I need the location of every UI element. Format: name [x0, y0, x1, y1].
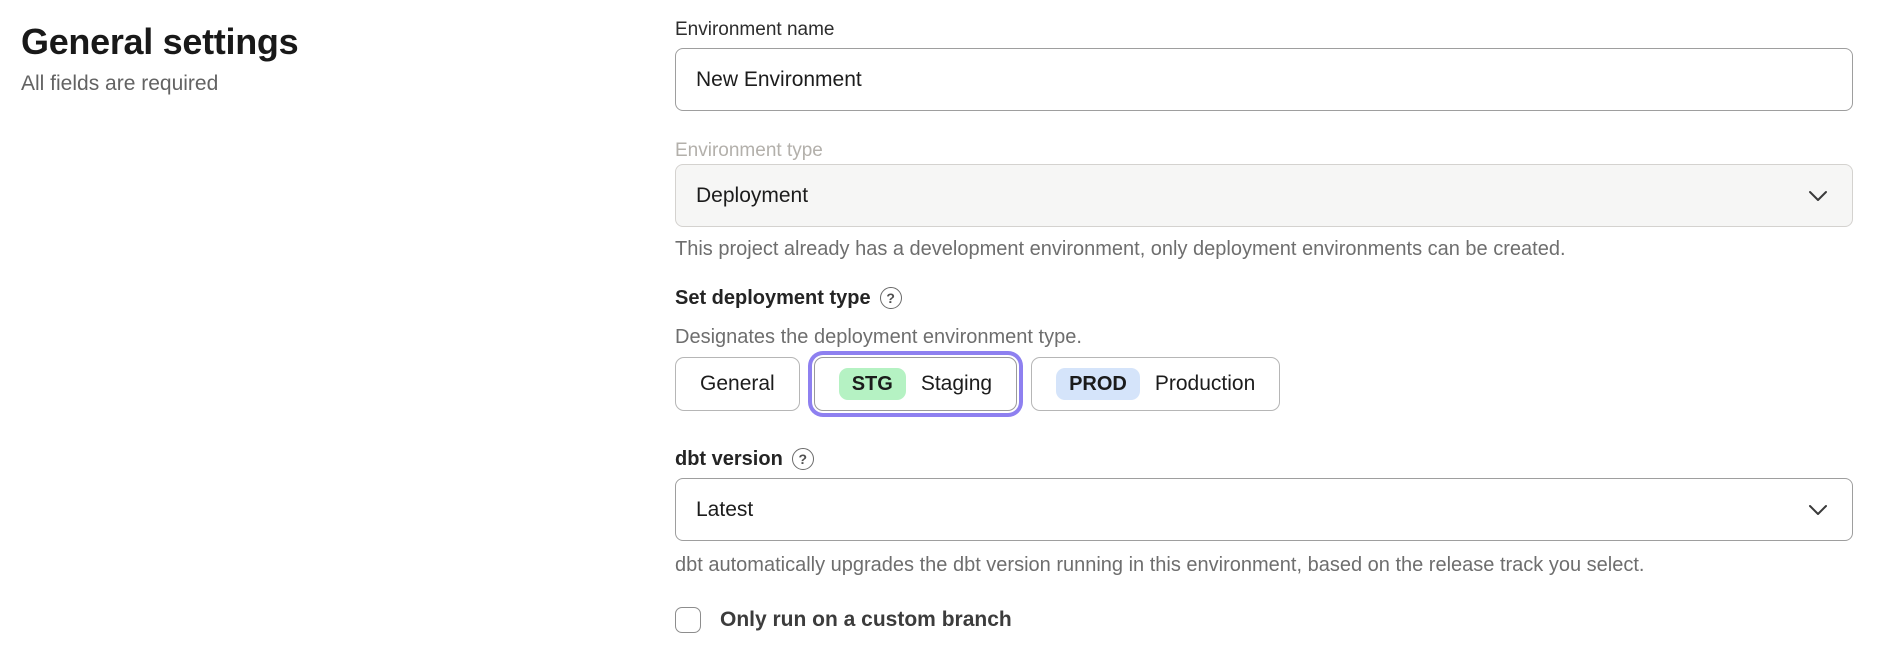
environment-type-select: Deployment — [675, 164, 1853, 227]
deployment-type-options: General STG Staging PROD Production — [675, 357, 1853, 411]
deployment-type-description: Designates the deployment environment ty… — [675, 326, 1082, 348]
help-icon[interactable]: ? — [791, 448, 814, 470]
settings-form: Environment name Environment type Deploy… — [675, 0, 1853, 633]
page-title: General settings — [21, 21, 299, 62]
custom-branch-label[interactable]: Only run on a custom branch — [720, 608, 1012, 631]
staging-badge: STG — [838, 368, 906, 400]
dbt-version-select[interactable]: Latest — [675, 478, 1853, 541]
dbt-version-value: Latest — [696, 497, 754, 521]
production-badge: PROD — [1056, 368, 1140, 400]
deployment-type-label: Set deployment type ? — [675, 285, 1853, 311]
settings-header: General settings All fields are required — [21, 20, 299, 97]
deployment-type-production-button[interactable]: PROD Production — [1031, 357, 1281, 411]
environment-type-value: Deployment — [696, 183, 809, 207]
deployment-type-staging-label: Staging — [920, 372, 993, 395]
environment-name-label: Environment name — [675, 19, 835, 40]
chevron-down-icon — [1808, 504, 1828, 516]
dbt-version-helper: dbt automatically upgrades the dbt versi… — [675, 554, 1645, 576]
dbt-version-label: dbt version ? — [675, 446, 1853, 472]
deployment-type-general-button[interactable]: General — [675, 357, 800, 411]
chevron-down-icon — [1808, 190, 1828, 202]
deployment-type-production-label: Production — [1154, 372, 1256, 395]
page-subtitle: All fields are required — [21, 72, 219, 95]
environment-type-helper: This project already has a development e… — [675, 238, 1566, 260]
custom-branch-checkbox[interactable] — [675, 606, 701, 633]
help-icon[interactable]: ? — [879, 287, 902, 309]
deployment-type-staging-button[interactable]: STG Staging — [813, 357, 1018, 411]
environment-type-label: Environment type — [675, 140, 823, 161]
custom-branch-row: Only run on a custom branch — [675, 606, 1853, 633]
environment-name-input[interactable] — [675, 48, 1853, 111]
deployment-type-general-label: General — [700, 372, 775, 395]
